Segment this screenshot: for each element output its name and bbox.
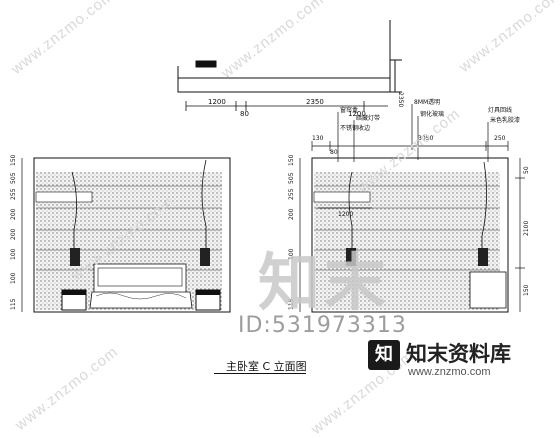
brand-url: www.znzmo.com	[408, 366, 491, 378]
dim-top-4: 1200	[348, 110, 366, 118]
right-top-dim-3: 3050	[418, 135, 433, 142]
right-elevation	[299, 141, 525, 313]
note-glass: 8MM透明	[414, 98, 440, 106]
brand-logo-icon: 知	[368, 340, 400, 370]
brand-watermark: 知 知末资料库 www.znzmo.com	[368, 336, 558, 382]
left-dim-7: 100	[10, 272, 17, 284]
left-dim-1: 150	[10, 154, 17, 166]
watermark-id: ID:531973313	[238, 313, 407, 338]
note-glass-2: 钢化玻璃	[420, 110, 444, 118]
dim-top-3: 2350	[306, 98, 324, 106]
left-dim-8: 115	[10, 298, 17, 310]
caption-underline	[214, 373, 306, 374]
right-dim-1: 50	[523, 166, 530, 174]
right-dim-l3: 255	[288, 188, 295, 200]
plan-detail	[177, 20, 402, 111]
right-inner-dim: 1200	[338, 211, 353, 218]
note-return: 灯具回线	[488, 106, 512, 114]
left-dim-6: 100	[10, 248, 17, 260]
right-dim-l5: 100	[288, 248, 295, 260]
watermark-logo-text: 知末	[258, 246, 391, 319]
right-dim-l6: 115	[288, 298, 295, 310]
callouts	[337, 104, 489, 162]
elevation-drawing: 1200 80 2350 1200 2350 窗帘盒 8MM透明 钢化玻璃 暗藏…	[10, 20, 530, 313]
right-top-dim-2: 80	[330, 149, 338, 156]
note-steel: 不锈钢收边	[340, 124, 370, 132]
note-curtain: 窗帘盒	[340, 106, 358, 114]
dim-top-1: 1200	[208, 98, 226, 106]
left-dim-4: 200	[10, 208, 17, 220]
note-paint: 米色乳胶漆	[490, 116, 520, 124]
right-top-dim-4: 250	[494, 135, 506, 142]
brand-name: 知末资料库	[406, 342, 511, 366]
right-top-dim-1: 130	[312, 135, 324, 142]
left-dim-2: 505	[10, 172, 17, 184]
note-light: 暗藏灯带	[356, 114, 380, 122]
drawing-caption: 主卧室 C 立面图	[226, 360, 307, 373]
right-dim-l1: 150	[288, 154, 295, 166]
right-dim-2: 2100	[523, 221, 530, 236]
right-dim-l2: 505	[288, 172, 295, 184]
left-dim-3: 255	[10, 188, 17, 200]
left-dim-5: 200	[10, 228, 17, 240]
dim-top-side: 2350	[397, 92, 404, 107]
dim-top-2: 80	[240, 110, 249, 118]
left-elevation	[21, 157, 231, 313]
right-dim-l4: 200	[288, 208, 295, 220]
right-dim-3: 150	[523, 284, 530, 296]
